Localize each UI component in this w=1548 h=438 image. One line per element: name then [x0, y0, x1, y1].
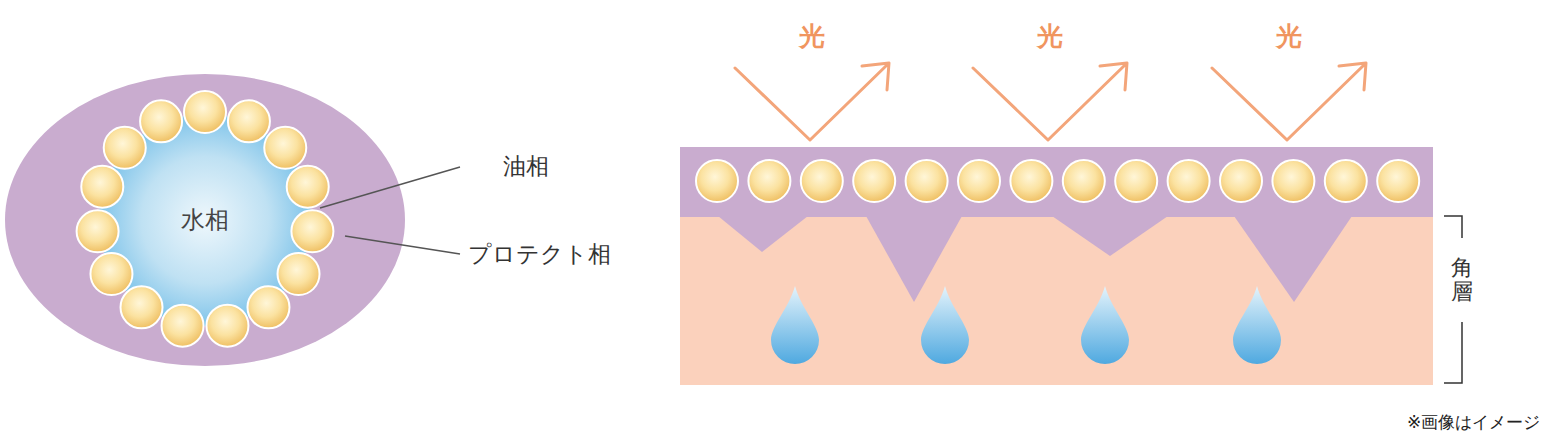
- oil-ring: [77, 91, 334, 347]
- light-label: 光: [1037, 19, 1063, 54]
- oil-droplet: [1115, 160, 1157, 202]
- water-drops: [771, 286, 1281, 364]
- oil-droplet: [958, 160, 1000, 202]
- oil-droplet: [77, 210, 119, 252]
- oil-droplet: [1168, 160, 1210, 202]
- stratum-corneum: [680, 215, 1433, 385]
- oil-droplet: [291, 210, 333, 252]
- leader-line: [320, 167, 460, 208]
- oil-droplet: [1377, 160, 1419, 202]
- light-label: 光: [1276, 19, 1302, 54]
- oil-droplet: [1063, 160, 1105, 202]
- oil-droplet: [748, 160, 790, 202]
- oil-row: [696, 160, 1419, 202]
- oil-droplet: [801, 160, 843, 202]
- oil-droplet: [853, 160, 895, 202]
- leader-line: [345, 236, 460, 254]
- oil-droplet: [90, 253, 132, 295]
- oil-droplet: [104, 127, 146, 169]
- oil-droplet: [121, 286, 163, 328]
- layer-label: 角層: [1451, 256, 1473, 304]
- oil-droplet: [140, 100, 182, 142]
- phase-node: 水相: [171, 198, 239, 242]
- oil-droplet: [162, 305, 204, 347]
- oil-droplet: [247, 286, 289, 328]
- oil-droplet: [1220, 160, 1262, 202]
- oil-droplet: [81, 166, 123, 208]
- water-drop: [921, 286, 969, 364]
- oil-droplet: [906, 160, 948, 202]
- light-label: 光: [799, 19, 825, 54]
- protect-phase: [5, 74, 405, 366]
- film-wedge: [866, 216, 962, 302]
- oil-droplet: [278, 253, 320, 295]
- oil-droplet: [1325, 160, 1367, 202]
- water-drop: [1233, 286, 1281, 364]
- water-drop: [771, 286, 819, 364]
- oil-droplet: [287, 166, 329, 208]
- phase-label: 水相: [181, 204, 229, 236]
- water-drop: [1081, 286, 1129, 364]
- part-label: プロテクト相: [468, 239, 611, 270]
- oil-droplet: [696, 160, 738, 202]
- film-wedge: [1052, 216, 1168, 256]
- part-label: 油相: [503, 151, 549, 182]
- film-wedge: [1234, 216, 1352, 302]
- oil-droplet: [1272, 160, 1314, 202]
- oil-droplet: [264, 127, 306, 169]
- oil-droplet: [184, 91, 226, 133]
- film-wedge: [718, 216, 808, 252]
- oil-droplet: [1010, 160, 1052, 202]
- light-arrows: [735, 63, 1366, 140]
- oil-droplet: [206, 305, 248, 347]
- protect-film: [680, 147, 1433, 217]
- part-label: ※画像はイメージ: [1407, 411, 1540, 434]
- oil-droplet: [228, 100, 270, 142]
